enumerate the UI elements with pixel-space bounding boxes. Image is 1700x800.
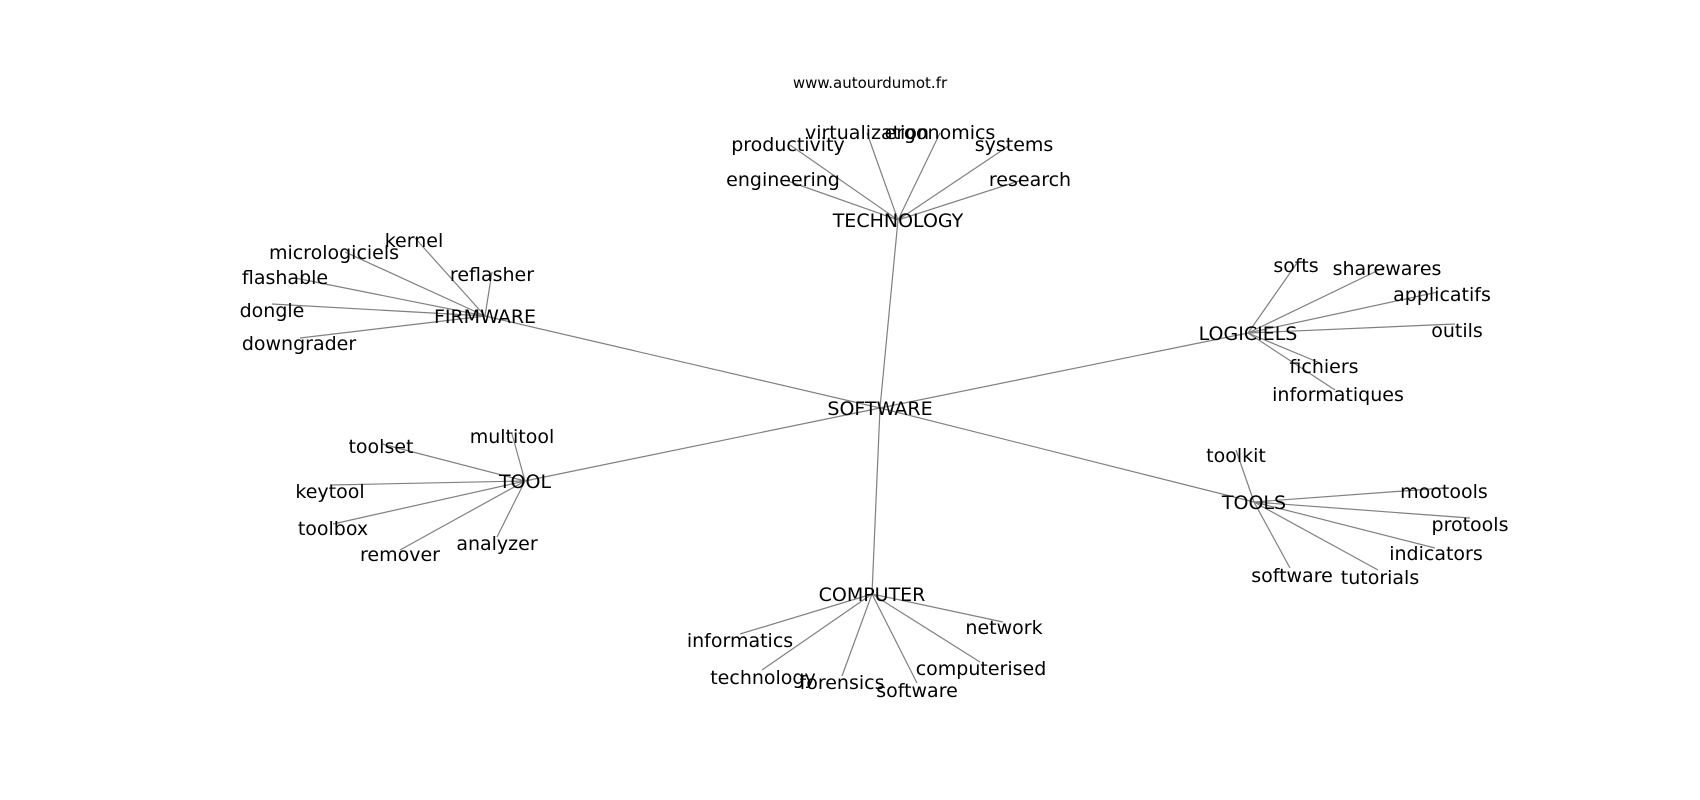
edge-tools-to-leaf	[1253, 501, 1436, 549]
leaf-node-label: tutorials	[1341, 567, 1419, 589]
edge-logiciels-to-leaf	[1247, 291, 1439, 334]
edge-computer-to-leaf	[871, 593, 981, 663]
edge-firmware-to-leaf	[484, 271, 493, 317]
edge-computer-to-leaf	[871, 593, 1004, 623]
edge-tools-to-leaf	[1253, 501, 1471, 519]
leaf-node-label: mootools	[1400, 481, 1488, 503]
leaf-node-label: computerised	[916, 658, 1047, 680]
leaf-node-label: virtualization	[805, 122, 929, 144]
leaf-node-label: remover	[360, 544, 440, 566]
graph-labels: www.autourdumot.fr SOFTWARE virtualizati…	[240, 74, 1509, 702]
edge-tool-to-leaf	[399, 480, 526, 551]
leaf-node-label: sharewares	[1333, 258, 1442, 280]
leaf-node-label: informatiques	[1272, 384, 1404, 406]
leaf-node-label: forensics	[800, 672, 885, 694]
edge-firmware-to-leaf	[344, 251, 486, 317]
leaf-node-label: outils	[1431, 320, 1483, 342]
leaf-node-label: reflasher	[450, 264, 534, 286]
edge-center-to-computer	[871, 407, 881, 595]
leaf-node-label: toolkit	[1206, 445, 1266, 467]
edge-center-to-firmware	[484, 315, 881, 409]
leaf-node-label: kernel	[385, 230, 444, 252]
edge-logiciels-to-leaf	[1247, 262, 1298, 334]
edge-firmware-to-leaf	[414, 237, 486, 317]
edge-computer-to-leaf	[871, 593, 918, 684]
edge-tool-to-leaf	[511, 433, 526, 482]
edge-center-to-tools	[879, 407, 1255, 503]
edge-computer-to-leaf	[739, 593, 873, 635]
leaf-node-label: dongle	[240, 300, 305, 322]
leaf-node-label: informatics	[687, 630, 793, 652]
edge-tool-to-leaf	[329, 480, 526, 486]
hub-node-label: LOGICIELS	[1199, 323, 1298, 345]
hub-node-label: TOOLS	[1221, 492, 1286, 514]
hub-node-label: FIRMWARE	[434, 306, 536, 328]
edge-technology-to-leaf	[897, 132, 941, 221]
leaf-node-label: micrologiciels	[269, 242, 399, 264]
edge-computer-to-leaf	[841, 593, 873, 677]
edge-tools-to-leaf	[1235, 449, 1255, 503]
edge-firmware-to-leaf	[271, 303, 486, 317]
edge-logiciels-to-leaf	[1247, 266, 1386, 334]
edge-tools-to-leaf	[1253, 501, 1291, 569]
leaf-node-label: network	[965, 617, 1042, 639]
edge-center-to-logiciels	[879, 332, 1249, 409]
edge-firmware-to-leaf	[294, 277, 486, 317]
edge-firmware-to-leaf	[299, 315, 486, 339]
leaf-node-label: softs	[1273, 255, 1318, 277]
leaf-node-label: flashable	[242, 267, 328, 289]
leaf-node-label: research	[989, 169, 1071, 191]
edge-tools-to-leaf	[1253, 501, 1379, 571]
leaf-node-label: protools	[1432, 514, 1509, 536]
edge-technology-to-leaf	[784, 179, 899, 221]
hub-node-label: TOOL	[498, 471, 552, 493]
edge-center-to-technology	[879, 219, 899, 409]
edge-logiciels-to-leaf	[1247, 323, 1456, 334]
leaf-node-label: downgrader	[242, 333, 357, 355]
edge-tool-to-leaf	[496, 480, 526, 538]
leaf-node-label: analyzer	[456, 533, 538, 555]
hub-node-label: COMPUTER	[819, 584, 926, 606]
edge-technology-to-leaf	[789, 144, 899, 221]
leaf-node-label: ergonomics	[885, 122, 996, 144]
hub-node-label: TECHNOLOGY	[832, 210, 964, 232]
leaf-node-label: indicators	[1389, 543, 1483, 565]
graph-edges	[271, 132, 1471, 684]
watermark-text: www.autourdumot.fr	[793, 74, 948, 92]
leaf-node-label: multitool	[470, 426, 555, 448]
leaf-node-label: engineering	[726, 169, 840, 191]
edge-technology-to-leaf	[897, 144, 1011, 221]
edge-logiciels-to-leaf	[1247, 332, 1336, 391]
edge-computer-to-leaf	[761, 593, 873, 671]
leaf-node-label: applicatifs	[1393, 284, 1491, 306]
leaf-node-label: systems	[975, 134, 1054, 156]
edge-technology-to-leaf	[897, 179, 1023, 221]
edge-tool-to-leaf	[381, 443, 526, 482]
leaf-node-label: fichiers	[1289, 356, 1358, 378]
leaf-node-label: software	[1251, 565, 1333, 587]
leaf-node-label: keytool	[295, 481, 364, 503]
leaf-node-label: toolbox	[298, 518, 368, 540]
leaf-node-label: productivity	[731, 134, 845, 156]
edge-tool-to-leaf	[332, 480, 526, 525]
leaf-node-label: software	[876, 680, 958, 702]
center-node-label: SOFTWARE	[827, 398, 932, 420]
edge-tools-to-leaf	[1253, 487, 1445, 503]
edge-logiciels-to-leaf	[1247, 332, 1321, 364]
edge-center-to-tool	[524, 407, 881, 482]
edge-technology-to-leaf	[866, 132, 899, 221]
leaf-node-label: technology	[710, 667, 816, 689]
leaf-node-label: toolset	[348, 436, 413, 458]
